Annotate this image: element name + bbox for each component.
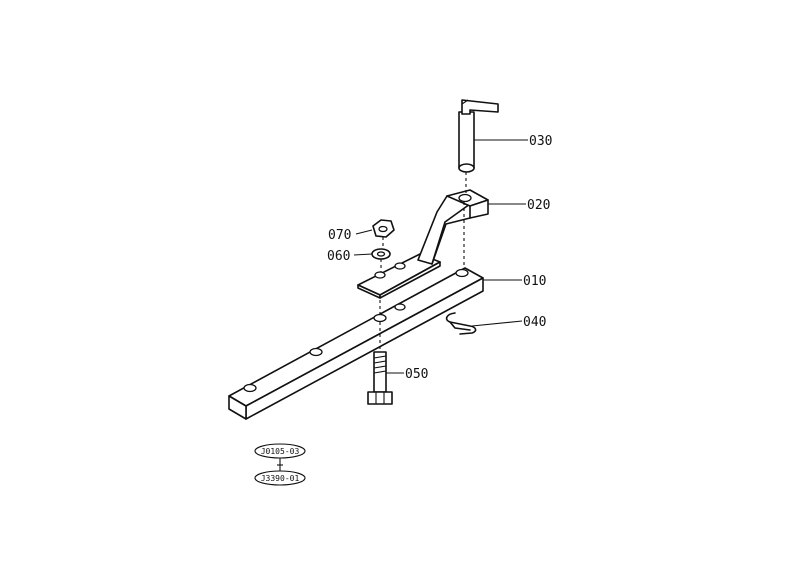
nut-part-070 [372, 219, 395, 238]
hitch-pin-part-030 [458, 99, 499, 173]
drawbar-hole [243, 383, 257, 393]
callout-070: 070 [328, 228, 351, 243]
assembly-guides [379, 172, 467, 350]
callout-060: 060 [327, 249, 350, 264]
drawbar-hole [373, 313, 387, 323]
reference-code-top: J0105-03 [261, 447, 300, 456]
reference-codes: J0105-03 J3390-01 [254, 443, 306, 486]
reference-code-bottom: J3390-01 [261, 474, 300, 483]
hitch-bracket-part-020 [357, 189, 489, 299]
drawbar-part-010 [228, 267, 484, 420]
reference-oval-bottom [254, 470, 306, 486]
callout-020: 020 [527, 198, 550, 213]
callout-010: 010 [523, 274, 546, 289]
callout-050: 050 [405, 367, 428, 382]
callout-030: 030 [529, 134, 552, 149]
drawbar-hole [309, 347, 323, 357]
callout-040: 040 [523, 315, 546, 330]
bracket-hole [394, 262, 406, 270]
r-clip-part-040 [445, 312, 477, 335]
washer-part-060 [371, 248, 391, 260]
drawbar-hole [455, 268, 469, 278]
drawbar-hole [394, 303, 406, 311]
bolt-part-050 [367, 351, 393, 405]
leader-lines [353, 139, 528, 374]
bracket-hole [374, 271, 386, 279]
bracket-hole [458, 193, 472, 203]
